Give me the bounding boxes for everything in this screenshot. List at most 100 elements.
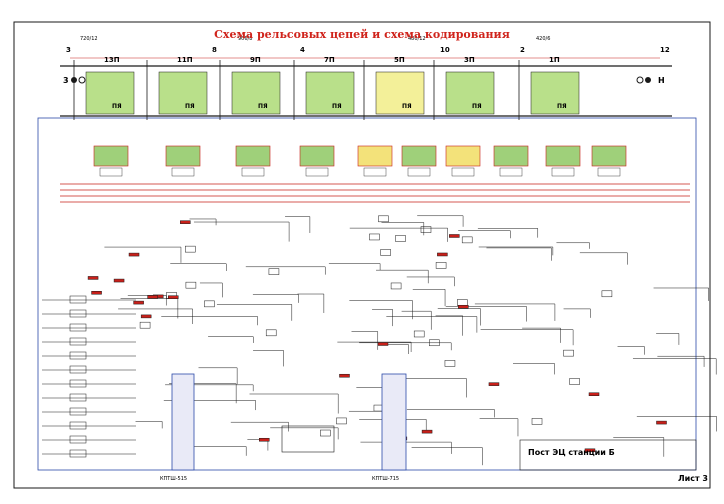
contact xyxy=(378,215,389,223)
code-relay xyxy=(545,145,581,167)
contact xyxy=(531,418,543,425)
contact xyxy=(601,290,613,298)
red-marker xyxy=(168,295,179,299)
signal-number: 8 xyxy=(212,46,217,54)
transformer xyxy=(363,167,387,177)
switch-label: 420/6 xyxy=(536,36,550,42)
relay-label: ПЯ xyxy=(258,103,268,110)
red-bus xyxy=(60,183,690,203)
red-marker xyxy=(180,220,191,224)
signal-lamp xyxy=(71,77,77,83)
relay-label: ПЯ xyxy=(112,103,122,110)
contact xyxy=(139,321,151,329)
red-marker xyxy=(113,278,125,283)
relay-coil xyxy=(69,295,87,304)
transformer xyxy=(551,167,575,177)
contact xyxy=(413,330,425,338)
code-relay xyxy=(93,145,129,167)
red-marker xyxy=(656,420,667,425)
left-relay-column xyxy=(42,295,136,458)
section-dividers xyxy=(73,60,520,120)
relay-coil xyxy=(69,407,87,416)
transformer xyxy=(407,167,431,177)
left-signal-label: 3 xyxy=(63,76,69,85)
switch-label: 720/12 xyxy=(80,36,98,42)
contact xyxy=(265,329,277,337)
contact xyxy=(268,268,280,275)
red-marker xyxy=(449,234,460,238)
contact xyxy=(395,235,406,242)
contact xyxy=(569,378,580,385)
code-relay xyxy=(357,145,393,167)
section-label: 5П xyxy=(394,56,405,64)
relay-coil xyxy=(69,351,87,360)
signal-number: 12 xyxy=(660,46,670,54)
code-relay xyxy=(591,145,627,167)
code-relay xyxy=(165,145,201,167)
signal-number: 2 xyxy=(520,46,525,54)
transformer xyxy=(305,167,329,177)
relay-coil xyxy=(69,421,87,430)
contact xyxy=(336,417,347,425)
red-marker xyxy=(588,392,600,396)
code-relay xyxy=(493,145,529,167)
signal-lamp xyxy=(78,76,86,84)
switch-label: 906/8 xyxy=(238,36,252,42)
signal-lamp xyxy=(636,76,644,84)
track-relay-box xyxy=(85,71,135,115)
track-relay-box xyxy=(305,71,355,115)
contact xyxy=(461,236,473,244)
red-marker xyxy=(147,295,158,299)
red-marker xyxy=(377,342,389,346)
contact xyxy=(420,226,432,233)
track-relay-box xyxy=(231,71,281,115)
transformer xyxy=(171,167,195,177)
code-box-label: КПТШ-515 xyxy=(160,476,187,482)
transformer xyxy=(99,167,123,177)
section-label: 3П xyxy=(464,56,475,64)
code-box-right: КПТШ-715 xyxy=(372,373,407,482)
contact xyxy=(457,299,468,306)
relay-coil xyxy=(69,323,87,332)
relay-coil xyxy=(69,393,87,402)
contact xyxy=(185,245,196,253)
outer-frame xyxy=(13,21,711,489)
sheet-label: Лист 3 xyxy=(678,474,708,483)
signal-number: 4 xyxy=(300,46,305,54)
contact xyxy=(185,281,197,289)
track-relay-box xyxy=(375,71,425,115)
contact xyxy=(435,262,447,269)
contact xyxy=(444,360,456,367)
red-marker xyxy=(259,437,270,442)
section-label: 13П xyxy=(104,56,120,64)
red-marker xyxy=(87,276,99,280)
inner-frame xyxy=(37,117,697,471)
transformer xyxy=(451,167,475,177)
signal-number: 3 xyxy=(66,46,71,54)
contact xyxy=(390,282,402,290)
relay-coil xyxy=(69,379,87,388)
relay-coil xyxy=(69,449,87,458)
signal-right: Н xyxy=(636,76,665,85)
signal-number: 10 xyxy=(440,46,450,54)
signal-left: 3 xyxy=(63,76,86,85)
red-marker xyxy=(458,304,469,309)
track-relay-box xyxy=(158,71,208,115)
transformer xyxy=(499,167,523,177)
red-marker xyxy=(584,448,596,453)
relay-label: ПЯ xyxy=(557,103,567,110)
code-relay xyxy=(445,145,481,167)
contact xyxy=(563,349,574,357)
section-label: 7П xyxy=(324,56,335,64)
red-marker xyxy=(91,291,102,295)
page-title: Схема рельсовых цепей и схема кодировани… xyxy=(214,28,510,41)
code-box-left: КПТШ-515 xyxy=(160,373,195,482)
red-marker xyxy=(133,300,144,305)
red-marker xyxy=(339,373,350,378)
relay-label: ПЯ xyxy=(185,103,195,110)
contact xyxy=(369,233,380,241)
red-marker xyxy=(437,252,448,257)
relay-label: ПЯ xyxy=(332,103,342,110)
